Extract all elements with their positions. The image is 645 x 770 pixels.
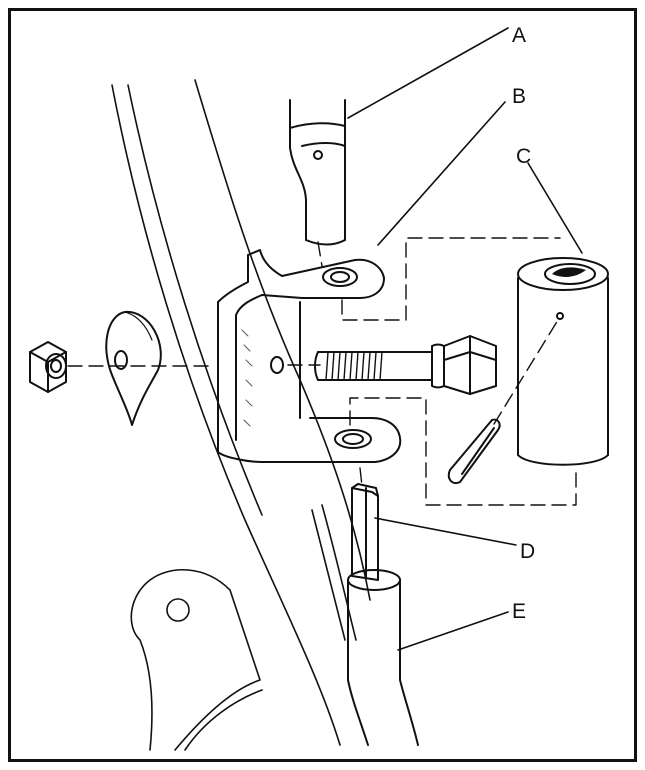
mount-hole	[166, 598, 190, 622]
leader-b	[377, 101, 506, 246]
leader-c	[527, 162, 583, 254]
alignment-lines	[67, 237, 577, 506]
leader-e	[397, 611, 509, 651]
callout-label-e: E	[512, 600, 526, 623]
sleeve-part-c	[517, 257, 609, 466]
teardrop-washer	[105, 310, 162, 426]
diagram-frame	[8, 8, 637, 762]
callout-label-b: B	[512, 85, 526, 108]
callout-label-c: C	[516, 145, 531, 168]
leader-a	[347, 27, 509, 119]
leader-d	[374, 517, 517, 546]
nut	[29, 341, 67, 393]
lower-mount-plate	[130, 569, 263, 751]
cotter-pin	[447, 418, 501, 484]
shaft-part-d	[351, 483, 379, 581]
upper-tube-part-a	[289, 99, 346, 246]
lower-tube-part-e	[347, 569, 419, 746]
callout-label-a: A	[512, 24, 526, 47]
leader-lines	[347, 27, 583, 651]
body-panel-outline	[111, 79, 371, 746]
bracket-part-b	[217, 249, 402, 463]
bolt	[314, 335, 497, 395]
callout-label-d: D	[520, 540, 535, 563]
callout-labels: A B C D E	[512, 24, 535, 623]
